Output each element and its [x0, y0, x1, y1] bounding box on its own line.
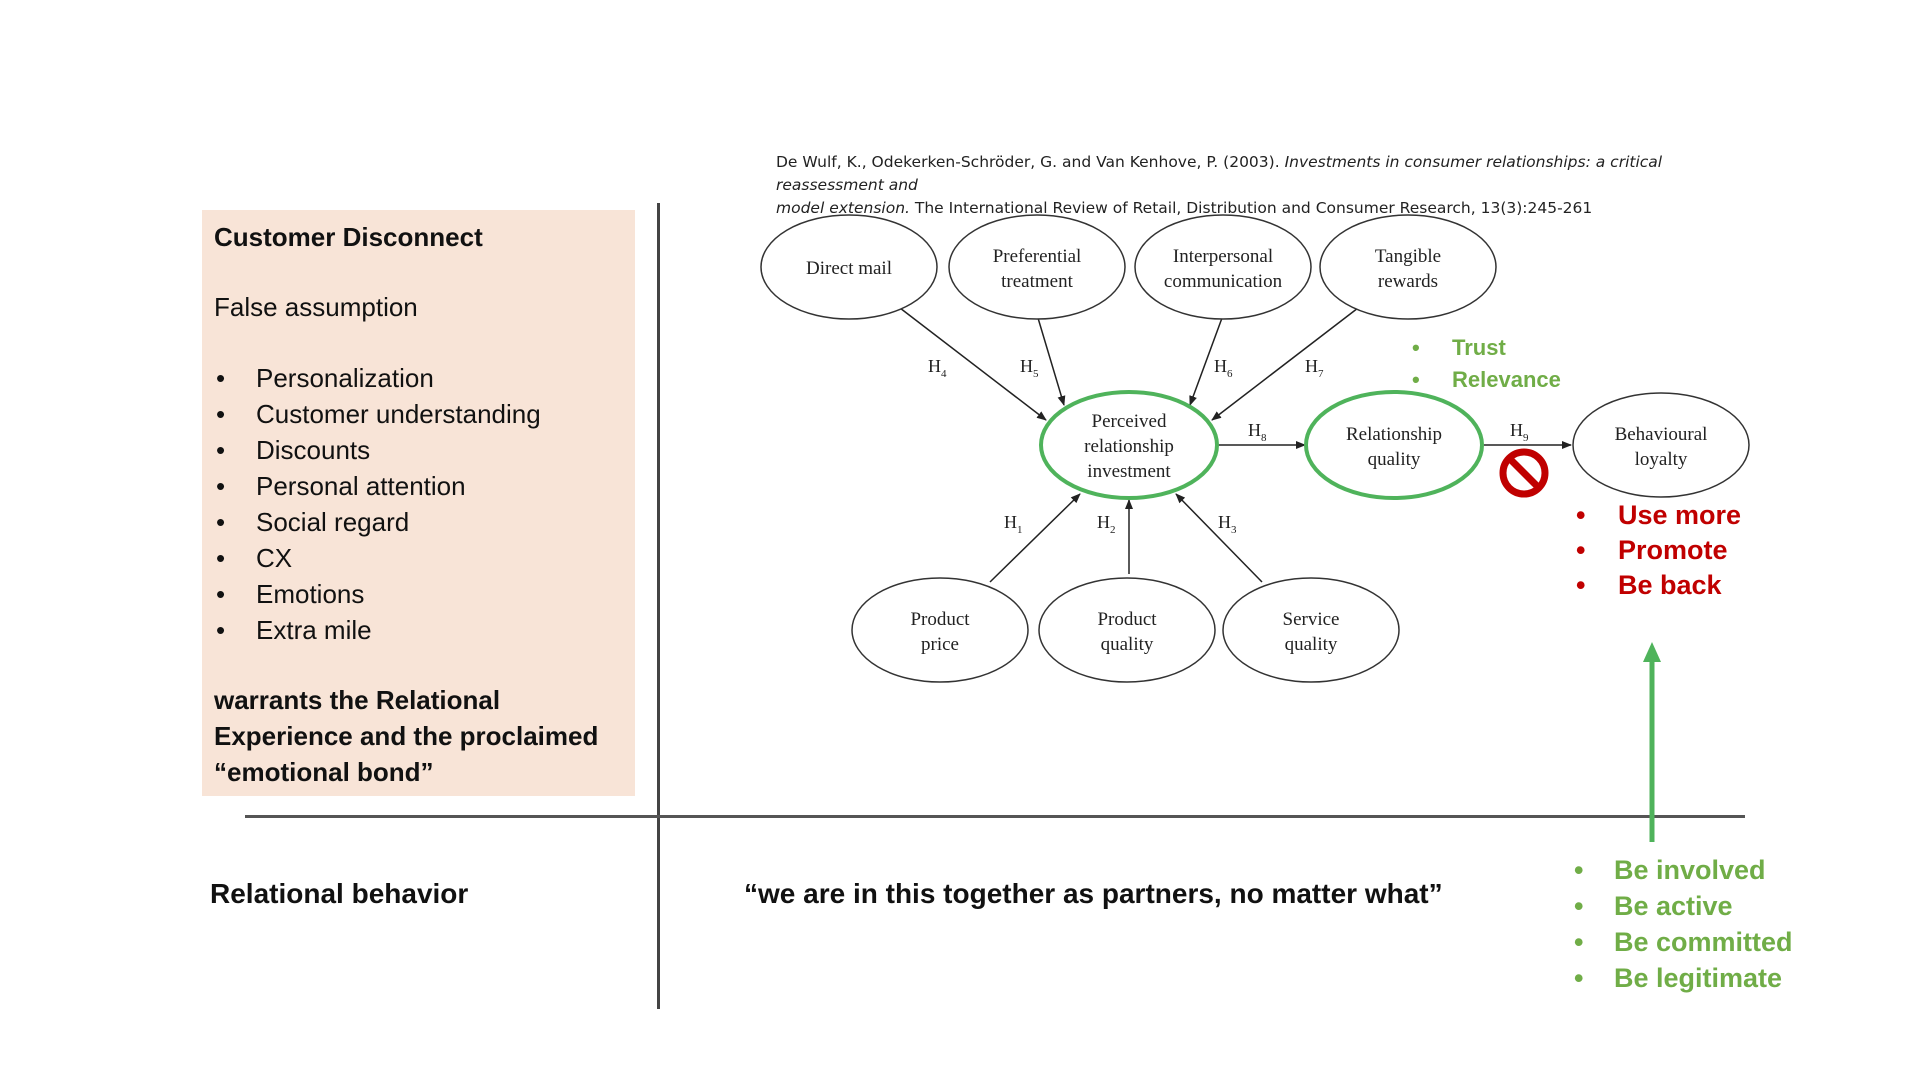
diagram-arrows: [899, 307, 1572, 583]
panel-title: Customer Disconnect: [214, 222, 483, 252]
label-perceived: Perceived: [1092, 411, 1167, 432]
hyp-h7: H7: [1305, 356, 1324, 380]
label-direct-mail: Direct mail: [806, 258, 892, 279]
list-item: •Social regard: [216, 507, 410, 537]
list-item: •Personal attention: [216, 471, 466, 501]
label-quality-q: quality: [1368, 449, 1421, 470]
label-service: Service: [1283, 609, 1340, 630]
arrow-h7: [1211, 307, 1359, 421]
citation-title: Investments in consumer relationships: a…: [776, 153, 1663, 194]
label-rewards: rewards: [1378, 271, 1438, 292]
arrow-h3: [1175, 493, 1263, 583]
list-item: •Use more: [1576, 500, 1742, 530]
citation-journal: The International Review of Retail, Dist…: [914, 199, 1593, 217]
label-product-p: Product: [910, 609, 970, 630]
citation-authors: De Wulf, K., Odekerken-Schröder, G. and …: [776, 153, 1280, 171]
trust-relevance-list: •Trust •Relevance: [1412, 332, 1561, 396]
no-entry-icon: [1499, 448, 1549, 498]
hyp-h4: H4: [928, 356, 947, 380]
relational-behaviors-list: •Be involved •Be active •Be committed •B…: [1574, 852, 1793, 996]
node-direct-mail: [760, 214, 938, 320]
list-item: •Be active: [1574, 891, 1733, 921]
list-item: •Be committed: [1574, 927, 1793, 957]
panel-footer: warrants the Relational Experience and t…: [214, 682, 623, 790]
node-relationship-quality: [1304, 390, 1484, 500]
relational-behavior-label: Relational behavior: [210, 878, 469, 909]
label-relationship-q: Relationship: [1346, 424, 1442, 445]
node-interpersonal-communication: [1134, 214, 1312, 320]
label-product-q: Product: [1097, 609, 1157, 630]
label-treatment: treatment: [1001, 271, 1073, 292]
footer-line: “emotional bond”: [214, 757, 434, 787]
list-item: •Be legitimate: [1574, 963, 1783, 993]
list-item: •Be involved: [1574, 855, 1766, 885]
citation: De Wulf, K., Odekerken-Schröder, G. and …: [776, 151, 1766, 220]
label-preferential: Preferential: [993, 246, 1082, 267]
list-item: •Emotions: [216, 579, 365, 609]
list-item: •Relevance: [1412, 367, 1561, 392]
list-item: •Trust: [1412, 335, 1506, 360]
list-item: •Discounts: [216, 435, 371, 465]
arrow-h1: [989, 493, 1081, 583]
list-item: •Customer understanding: [216, 399, 541, 429]
loyalty-outcomes-list: •Use more •Promote •Be back: [1576, 498, 1742, 603]
assumption-list: •Personalization •Customer understanding…: [214, 360, 623, 648]
label-interpersonal: Interpersonal: [1173, 246, 1273, 267]
customer-disconnect-panel: Customer Disconnect False assumption •Pe…: [202, 210, 635, 796]
node-behavioural-loyalty: [1572, 392, 1750, 498]
node-product-price: [851, 577, 1029, 683]
hyp-h6: H6: [1214, 356, 1233, 380]
arrow-h5: [1037, 317, 1066, 406]
node-product-quality: [1038, 577, 1216, 683]
footer-line: warrants the Relational: [214, 685, 501, 715]
label-quality-s: quality: [1285, 634, 1338, 655]
hyp-h9: H9: [1510, 420, 1529, 444]
panel-subtitle: False assumption: [214, 292, 418, 322]
list-item: •CX: [216, 543, 293, 573]
list-item: •Personalization: [216, 363, 434, 393]
arrow-h6: [1189, 317, 1223, 406]
node-service-quality: [1222, 577, 1400, 683]
citation-title-cont: model extension.: [776, 199, 910, 217]
hyp-h3: H3: [1218, 512, 1237, 536]
label-loyalty: loyalty: [1635, 449, 1688, 470]
list-item: •Promote: [1576, 535, 1728, 565]
partner-quote: “we are in this together as partners, no…: [744, 878, 1443, 909]
node-tangible-rewards: [1319, 214, 1497, 320]
hyp-h5: H5: [1020, 356, 1039, 380]
node-preferential-treatment: [948, 214, 1126, 320]
label-behavioural: Behavioural: [1615, 424, 1708, 445]
label-relationship: relationship: [1084, 436, 1174, 457]
list-item: •Be back: [1576, 570, 1722, 600]
hyp-h2: H2: [1097, 512, 1116, 536]
hyp-h8: H8: [1248, 420, 1267, 444]
horizontal-divider: [245, 815, 1745, 818]
label-quality-p: quality: [1101, 634, 1154, 655]
node-perceived-investment: [1039, 390, 1219, 500]
arrow-h4: [899, 307, 1047, 421]
footer-line: Experience and the proclaimed: [214, 721, 599, 751]
label-investment: investment: [1087, 461, 1171, 482]
label-tangible: Tangible: [1375, 246, 1441, 267]
hyp-h1: H1: [1004, 512, 1023, 536]
list-item: •Extra mile: [216, 615, 372, 645]
label-communication: communication: [1164, 271, 1283, 292]
label-price: price: [921, 634, 959, 655]
vertical-divider: [657, 203, 660, 1009]
